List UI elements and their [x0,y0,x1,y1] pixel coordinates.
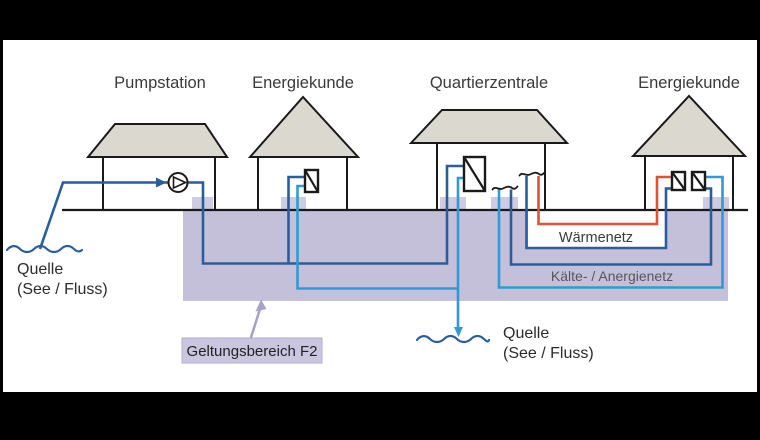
frame-border-left [0,40,3,392]
source-supply-pipe [38,164,464,265]
pipe-break-icon [491,185,519,191]
heat-exchanger-icon [690,170,707,192]
heat-exchanger-icon [462,155,487,193]
zone-arrow-line [249,308,262,340]
pump-icon [167,172,189,193]
heating-return-loop-pipe [525,176,672,250]
supply-flow-arrow-icon [156,177,167,188]
water-wave-icon [5,244,84,254]
water-wave-icon [415,334,491,344]
anergy-warm-loop-pipe [509,187,713,266]
zone-annotation: Geltungsbereich F2 [181,299,323,364]
pipe-break-icon [518,171,546,177]
source-bottom-label-line2: (See / Fluss) [503,345,594,362]
energiekunde-left-label: Energiekunde [252,74,354,92]
discharge-pipe [456,176,464,328]
anergy-cold-loop-pipe [497,175,724,289]
heat-exchanger-icon [670,170,687,192]
source-bottom-label-line1: Quelle [503,325,549,342]
source-left-label-line2: (See / Fluss) [17,281,108,298]
heating-supply-loop-pipe [537,175,672,226]
zone-label-box [181,337,323,364]
waermenetz-label: Wärmenetz [559,230,633,246]
energiekunde-left-roof [247,95,361,158]
energiekunde-right-roof [630,94,748,157]
anergienetz-label: Kälte- / Anergienetz [551,268,673,284]
energiekunde-right-label: Energiekunde [638,74,740,92]
customer1-supply-branch-pipe [287,175,305,264]
zone-arrow-head-icon [255,299,267,312]
building-quartierzentrale [408,109,570,211]
pumpstation-label: Pumpstation [114,74,206,92]
heat-exchanger-icon [303,168,320,194]
frame-border-right [757,40,760,392]
waermenetz-white-area [528,211,665,247]
source-left-label-line1: Quelle [17,261,63,278]
letterbox-bar-top [0,0,760,40]
quartierzentrale-roof [408,109,570,144]
customer1-return-pipe [296,184,458,290]
zone-label: Geltungsbereich F2 [187,343,318,360]
building-energiekunde-right [630,94,748,211]
discharge-flow-arrow-icon [454,327,463,337]
letterbox-bar-bottom [0,392,760,440]
pumpstation-roof [85,123,229,158]
quartierzentrale-label: Quartierzentrale [430,74,548,92]
